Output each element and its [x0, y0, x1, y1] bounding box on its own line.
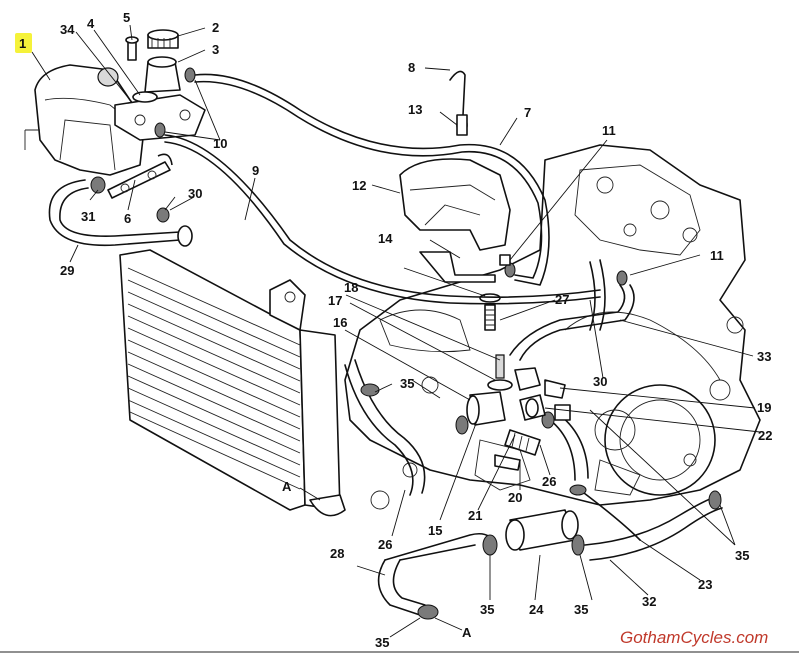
- radiator-fins: [127, 267, 301, 490]
- callout-17: 17: [328, 293, 342, 308]
- callout-27: 27: [555, 292, 569, 307]
- callout-11-right: 11: [710, 248, 724, 263]
- callout-10: 10: [213, 136, 227, 151]
- callout-15: 15: [428, 523, 442, 538]
- callout-labels: 1 2 3 4 5 6 7 8 9 10 11 11 12 13 14 15 1…: [15, 10, 772, 650]
- callout-32: 32: [642, 594, 656, 609]
- engine-block: [344, 144, 761, 510]
- callout-35-d: 35: [735, 548, 749, 563]
- expansion-tank: [24, 64, 146, 176]
- callout-19: 19: [757, 400, 771, 415]
- callout-3: 3: [212, 42, 219, 57]
- callout-1: 1: [19, 36, 26, 51]
- callout-a-radiator: A: [282, 479, 292, 494]
- callout-33: 33: [757, 349, 771, 364]
- highlight-marker: [15, 33, 32, 53]
- filler-neck-assembly: [114, 29, 206, 141]
- radiator: [119, 249, 346, 517]
- callout-35-b: 35: [480, 602, 494, 617]
- callout-9: 9: [252, 163, 259, 178]
- hose-clamps: [90, 67, 722, 620]
- callout-35-e: 35: [375, 635, 389, 650]
- callout-6: 6: [124, 211, 131, 226]
- callout-30-lower: 30: [593, 374, 607, 389]
- callout-11-upper: 11: [602, 123, 616, 138]
- callout-28: 28: [330, 546, 344, 561]
- callout-34: 34: [60, 22, 75, 37]
- callout-22: 22: [758, 428, 772, 443]
- callout-24: 24: [529, 602, 544, 617]
- watermark: GothamCycles.com: [620, 628, 768, 647]
- callout-26-left: 26: [378, 537, 392, 552]
- fittings: [107, 114, 571, 471]
- callout-20: 20: [508, 490, 522, 505]
- callout-35-a: 35: [400, 376, 414, 391]
- callout-13: 13: [408, 102, 422, 117]
- callout-23: 23: [698, 577, 712, 592]
- callout-12: 12: [352, 178, 366, 193]
- reservoir: [399, 158, 511, 331]
- callout-30-upper: 30: [188, 186, 202, 201]
- callout-a-hose: A: [462, 625, 472, 640]
- callout-35-c: 35: [574, 602, 588, 617]
- callout-21: 21: [468, 508, 482, 523]
- callout-2: 2: [212, 20, 219, 35]
- leader-lines: [31, 24, 761, 638]
- callout-5: 5: [123, 10, 130, 25]
- callout-26-middle: 26: [542, 474, 556, 489]
- callout-18: 18: [344, 280, 358, 295]
- callout-8: 8: [408, 60, 415, 75]
- callout-7: 7: [524, 105, 531, 120]
- callout-29: 29: [60, 263, 74, 278]
- callout-16: 16: [333, 315, 347, 330]
- callout-31: 31: [81, 209, 95, 224]
- callout-14: 14: [378, 231, 393, 246]
- callout-4: 4: [87, 16, 95, 31]
